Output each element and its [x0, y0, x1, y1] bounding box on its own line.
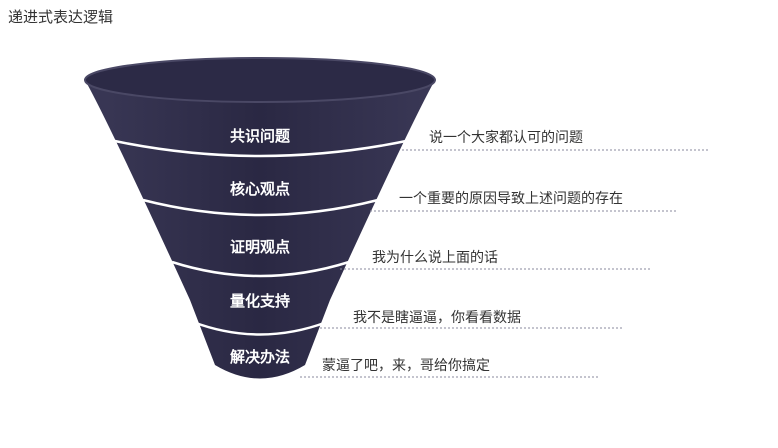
stage-label-2: 核心观点 [230, 180, 290, 198]
stage-divider-2 [142, 198, 379, 217]
stage-label-3: 证明观点 [230, 238, 290, 256]
stage-label-1: 共识问题 [230, 127, 291, 145]
stage-note-4: 我不是瞎逼逼，你看看数据 [353, 310, 521, 326]
stage-divider-1 [109, 138, 412, 158]
stage-note-3: 我为什么说上面的话 [372, 250, 498, 266]
stage-label-5: 解决办法 [230, 348, 290, 366]
stage-note-1: 说一个大家都认可的问题 [429, 129, 583, 146]
stage-label-4: 量化支持 [230, 292, 290, 310]
stage-note-2: 一个重要的原因导致上述问题的存在 [399, 191, 623, 207]
stage-divider-3 [171, 260, 350, 278]
funnel-body [85, 80, 435, 379]
funnel-top-rim [84, 57, 436, 103]
stage-divider-4 [192, 320, 328, 336]
page-title: 递进式表达逻辑 [8, 8, 114, 26]
stage-note-5: 蒙逼了吧，来，哥给你搞定 [322, 358, 490, 374]
